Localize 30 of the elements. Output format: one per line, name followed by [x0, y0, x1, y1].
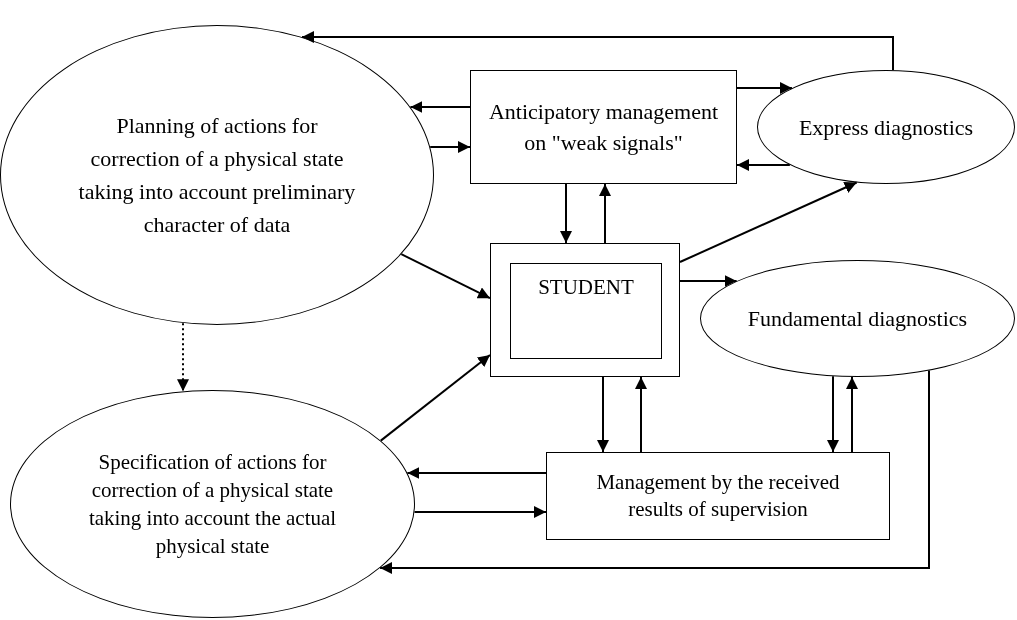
process-box — [510, 263, 662, 359]
arrow — [827, 375, 839, 453]
arrow — [379, 353, 491, 442]
arrow — [413, 506, 547, 518]
arrow — [635, 376, 647, 453]
arrow — [406, 467, 547, 479]
arrow — [679, 275, 738, 287]
node-text: Fundamental diagnostics — [747, 305, 968, 333]
node-text: STUDENT — [538, 274, 634, 301]
node-text: Planning of actions for correction of a physical state taking into account preliminary character of data — [77, 112, 357, 239]
arrow — [400, 253, 491, 300]
arrow — [379, 369, 930, 574]
arrow — [736, 159, 791, 171]
arrow — [846, 375, 858, 453]
node-text: Express diagnostics — [798, 113, 974, 142]
arrow — [597, 376, 609, 453]
process-box — [470, 70, 737, 184]
arrow — [560, 183, 572, 244]
process-box — [490, 243, 680, 377]
arrow — [177, 322, 189, 393]
node-text: Specification of actions for correction of a physical state taking into account the actual physical state — [87, 449, 338, 560]
arrow — [429, 141, 471, 153]
arrow — [736, 82, 793, 94]
arrow — [301, 31, 894, 72]
arrow — [599, 183, 611, 244]
arrow — [679, 181, 858, 263]
node-text: Anticipatory management on "weak signals" — [488, 98, 719, 157]
arrow — [409, 101, 471, 113]
process-box — [546, 452, 890, 540]
node-text: Management by the received results of supervision — [595, 469, 841, 523]
